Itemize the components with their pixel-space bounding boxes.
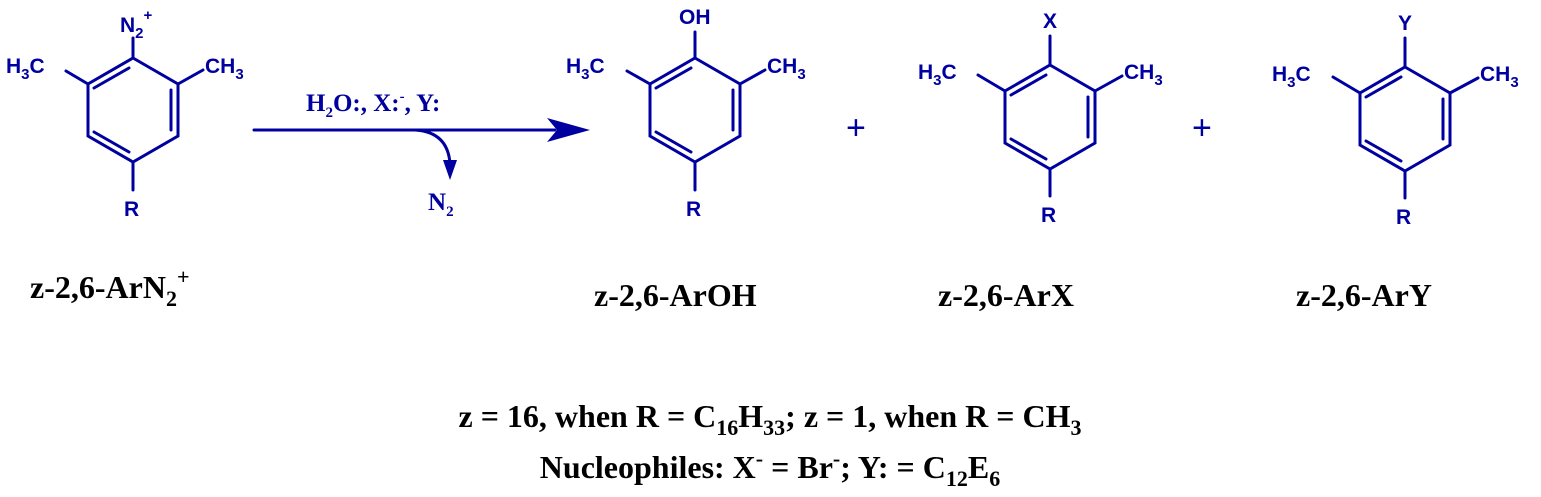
r-group: R (686, 198, 701, 221)
bond-to-right-methyl (176, 68, 205, 86)
plus-sign-2: + (1192, 109, 1212, 147)
right-methyl: CH3 (767, 55, 806, 83)
footnote-nucleophiles: Nucleophiles: X- = Br-; Y: = C12E6 (540, 446, 1000, 491)
bond-to-left-methyl (64, 69, 90, 86)
benzene-ring (86, 56, 180, 164)
left-methyl: H3C (918, 61, 957, 89)
reactant-label: z-2,6-ArN2+ (30, 264, 189, 311)
ether-label: z-2,6-ArY (1296, 277, 1432, 313)
benzene-ring (1003, 63, 1097, 171)
r-group: R (124, 198, 139, 221)
diazonium-group: N2+ (120, 7, 153, 42)
right-methyl: CH3 (1480, 63, 1519, 91)
footnote-z-definition: z = 16, when R = C16H33; z = 1, when R =… (458, 398, 1081, 440)
right-methyl: CH3 (1124, 61, 1163, 89)
benzene-ring (1358, 65, 1452, 173)
r-group: R (1041, 204, 1056, 227)
halide-structure: X H3C CH3 R (918, 10, 1163, 227)
halide-group: X (1043, 10, 1057, 33)
curved-arrow (413, 128, 452, 166)
benzene-ring (648, 56, 742, 164)
plus-sign-1: + (846, 109, 866, 147)
left-methyl: H3C (6, 55, 45, 83)
left-methyl: H3C (1272, 63, 1311, 91)
left-methyl: H3C (566, 55, 605, 83)
reaction-arrow (252, 118, 590, 180)
r-group: R (1396, 206, 1411, 229)
reagents-label: H2O:, X:-, Y: (306, 89, 440, 121)
reactant-structure: N2+ H3C CH3 R (6, 7, 244, 221)
ether-structure: Y H3C CH3 R (1272, 12, 1519, 229)
right-methyl: CH3 (205, 55, 244, 83)
hydroxyl-group: OH (679, 6, 711, 29)
ether-group: Y (1398, 12, 1412, 35)
nitrogen-byproduct: N2 (428, 189, 454, 220)
phenol-label: z-2,6-ArOH (594, 277, 757, 313)
phenol-structure: OH H3C CH3 R (566, 6, 806, 221)
halide-label: z-2,6-ArX (938, 277, 1074, 313)
